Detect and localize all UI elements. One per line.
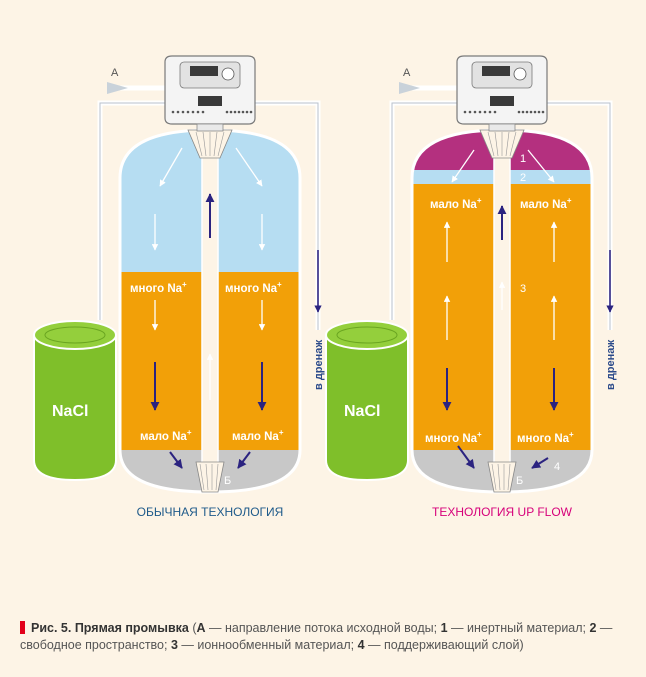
- caption-open: (: [188, 621, 197, 635]
- caption-text-5: — поддерживающий слой): [364, 638, 524, 652]
- caption-marker: [20, 621, 25, 634]
- caption-text-2: — инертный материал;: [447, 621, 590, 635]
- valve-neck: [488, 123, 516, 132]
- caption-text-1: — направление потока исходной воды;: [205, 621, 441, 635]
- layer-number-4: 4: [554, 461, 560, 473]
- inlet-label: А: [403, 67, 411, 79]
- valve-knob-icon: [513, 67, 527, 81]
- layer-number-2: 2: [520, 172, 526, 184]
- brine-tank: NaCl: [325, 320, 409, 482]
- arrow-out-right: [531, 457, 549, 469]
- brine-pipe-edge: [99, 102, 165, 320]
- caption-key-a: А: [196, 621, 206, 635]
- label-top-right: мало Na+: [520, 196, 572, 211]
- brine-pipe-edge: [391, 102, 457, 320]
- bottom-label: Б: [224, 475, 231, 487]
- brine-tank-label: NaCl: [52, 403, 88, 420]
- drain-label: в дренаж: [313, 340, 325, 390]
- filter-tank-outline: [410, 128, 594, 494]
- caption-key-1: 1: [440, 621, 448, 635]
- arrow-in-left: [451, 149, 475, 183]
- valve-lower-display: [490, 96, 514, 106]
- bottom-label: Б: [516, 475, 523, 487]
- caption-text-3: — свободное пространство;: [20, 621, 613, 652]
- inlet-arrow: [399, 82, 420, 94]
- valve-display: [190, 66, 218, 76]
- label-top-left: много Na+: [130, 280, 187, 295]
- brine-tank-label: NaCl: [344, 403, 380, 420]
- arrow-in-right: [235, 147, 263, 187]
- label-bottom-right: мало Na+: [232, 428, 284, 443]
- arrow-out-left: [169, 451, 183, 469]
- caption-text-4: — ионнообменный материал;: [177, 638, 358, 652]
- drain-label: в дренаж: [605, 340, 617, 390]
- arrow-in-left: [159, 147, 183, 187]
- inlet-label: А: [111, 67, 119, 79]
- filter-tank-outline: [118, 128, 302, 494]
- diagram-title: ТЕХНОЛОГИЯ UP FLOW: [432, 505, 573, 519]
- inlet-arrow: [107, 82, 128, 94]
- label-top-right: много Na+: [225, 280, 282, 295]
- layer-number-3: 3: [520, 283, 526, 295]
- valve-lower-display: [198, 96, 222, 106]
- label-top-left: мало Na+: [430, 196, 482, 211]
- label-bottom-left: мало Na+: [140, 428, 192, 443]
- caption-label: Рис. 5. Прямая промывка: [31, 621, 189, 635]
- arrow-out-left: [457, 445, 475, 469]
- label-bottom-right: много Na+: [517, 430, 574, 445]
- caption-key-3: 3: [170, 638, 178, 652]
- label-bottom-left: много Na+: [425, 430, 482, 445]
- layer-number-1: 1: [520, 153, 526, 165]
- arrow-in-right: [527, 149, 555, 183]
- valve-neck: [196, 123, 224, 132]
- diagram-title: ОБЫЧНАЯ ТЕХНОЛОГИЯ: [137, 505, 284, 519]
- brine-tank: NaCl: [33, 320, 117, 482]
- caption-key-4: 4: [357, 638, 365, 652]
- valve-display: [482, 66, 510, 76]
- valve-knob-icon: [221, 67, 235, 81]
- figure-caption: Рис. 5. Прямая промывка (А — направление…: [20, 620, 632, 654]
- caption-key-2: 2: [589, 621, 597, 635]
- arrow-out-right: [237, 451, 251, 469]
